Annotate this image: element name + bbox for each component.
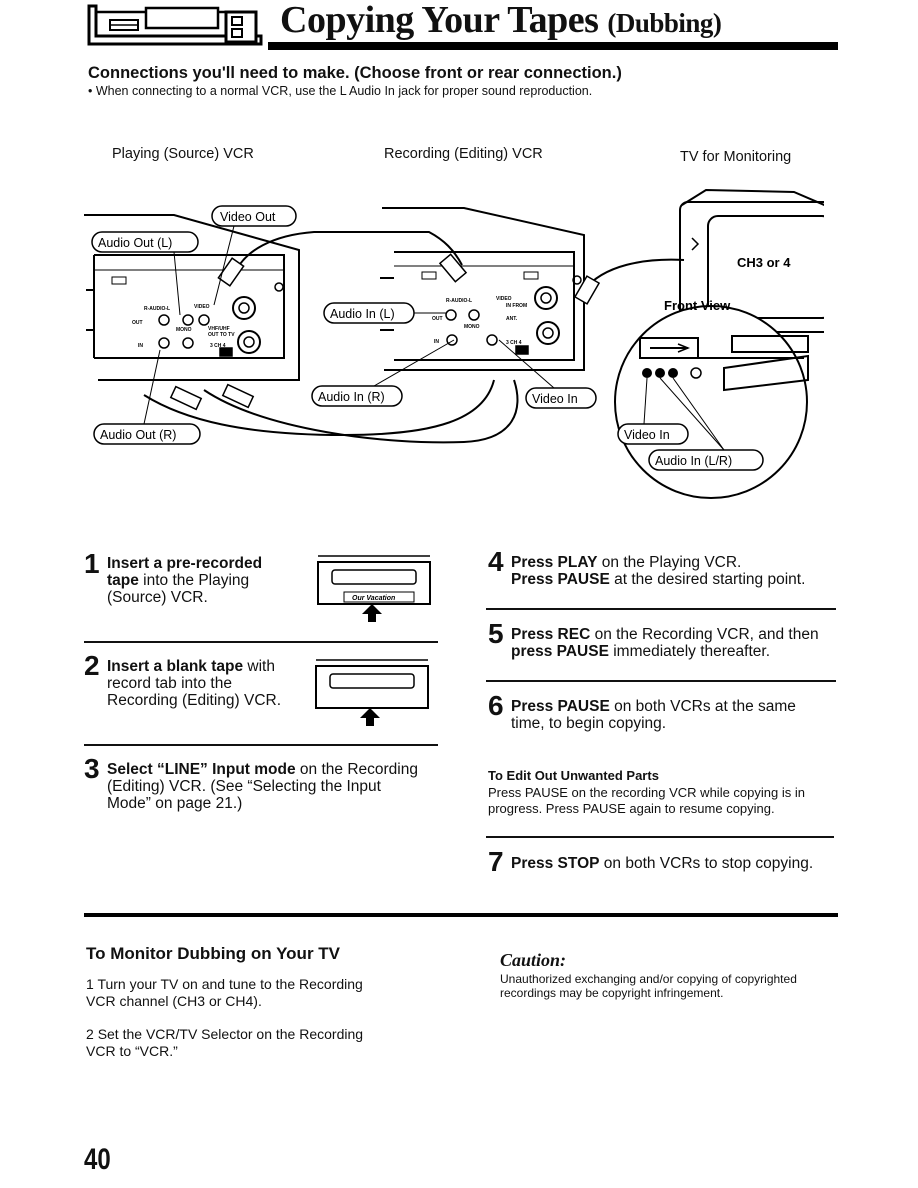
connections-note: • When connecting to a normal VCR, use t…: [88, 84, 593, 98]
divider: [486, 608, 836, 610]
rec-ant-text: ANT.: [506, 316, 518, 322]
page-title: Copying Your Tapes (Dubbing): [280, 0, 722, 41]
step-7-text: Press STOP on both VCRs to stop copying.: [511, 855, 814, 872]
title-underline: [268, 42, 838, 50]
cassette-prerecorded-icon: Our Vacation: [317, 555, 431, 622]
rec-infrom-text: IN FROM: [506, 303, 527, 309]
src-in-text: IN: [138, 343, 143, 349]
src-outtv-text: OUT TO TV: [208, 332, 235, 338]
step-7-number: 7: [488, 846, 504, 877]
recording-vcr: [380, 207, 585, 371]
callout-front-video-in: Video In: [624, 428, 670, 442]
src-video-text: VIDEO: [194, 304, 210, 310]
step-3-text: Select “LINE” Input mode on the Recordin…: [107, 761, 418, 812]
callout-front-audio-in: Audio In (L/R): [655, 454, 732, 468]
page-title-paren: (Dubbing): [607, 8, 722, 38]
edit-out-heading: To Edit Out Unwanted Parts: [488, 768, 659, 783]
step-1-number: 1: [84, 548, 100, 579]
connection-diagram: R-AUDIO-L VIDEO OUT MONO VHF/UHF OUT TO …: [84, 188, 824, 499]
rec-mono-text: MONO: [464, 324, 480, 330]
page-number: 40: [84, 1143, 111, 1176]
monitor-heading: To Monitor Dubbing on Your TV: [86, 944, 341, 963]
src-r-audio-text: R-AUDIO-L: [144, 306, 170, 312]
step-3-number: 3: [84, 753, 100, 784]
step-2-number: 2: [84, 650, 100, 681]
front-view-label: Front View: [664, 298, 731, 313]
monitor-item-1: 1 Turn your TV on and tune to the Record…: [86, 976, 363, 1009]
step-6-number: 6: [488, 690, 504, 721]
divider: [486, 680, 836, 682]
rec-ch-text: 3 CH 4: [506, 340, 522, 346]
label-source-vcr: Playing (Source) VCR: [112, 146, 254, 162]
rec-video-text: VIDEO: [496, 296, 512, 302]
source-vcr: [84, 214, 300, 381]
source-jacks: [158, 282, 284, 357]
step-5-text: Press REC on the Recording VCR, and then…: [511, 626, 819, 660]
callout-audio-in-r: Audio In (R): [318, 390, 385, 404]
callout-video-in: Video In: [532, 392, 578, 406]
step-1-text: Insert a pre-recorded tape into the Play…: [107, 555, 263, 606]
step-6-text: Press PAUSE on both VCRs at the same tim…: [511, 698, 796, 732]
label-recording-vcr: Recording (Editing) VCR: [384, 146, 543, 162]
step-4-number: 4: [488, 546, 504, 577]
plugs: [169, 253, 601, 411]
src-out-text: OUT: [132, 320, 143, 326]
divider: [84, 641, 438, 643]
tv-channel-text: CH3 or 4: [737, 255, 791, 270]
monitor-item-2: 2 Set the VCR/TV Selector on the Recordi…: [86, 1026, 364, 1059]
step-4-text: Press PLAY on the Playing VCR.Press PAUS…: [511, 554, 806, 588]
label-tv-monitoring: TV for Monitoring: [680, 149, 792, 165]
step-2-text: Insert a blank tape with record tab into…: [107, 658, 282, 709]
cassette-label-text: Our Vacation: [352, 595, 395, 602]
step-5-number: 5: [488, 618, 504, 649]
connections-heading: Connections you'll need to make. (Choose…: [88, 64, 622, 82]
section-divider: [84, 913, 838, 917]
cables: [143, 231, 685, 444]
recording-jacks: [445, 275, 582, 355]
callout-video-out: Video Out: [220, 210, 276, 224]
rec-in-text: IN: [434, 339, 439, 345]
edit-out-text: Press PAUSE on the recording VCR while c…: [488, 785, 805, 816]
callout-audio-out-l: Audio Out (L): [98, 236, 172, 250]
callout-audio-out-r: Audio Out (R): [100, 428, 176, 442]
caution-heading: Caution:: [500, 950, 567, 970]
src-vhf-text: VHF/UHF: [208, 326, 230, 332]
divider: [84, 744, 438, 746]
caution-text: Unauthorized exchanging and/or copying o…: [500, 972, 797, 1000]
rec-r-audio-text: R-AUDIO-L: [446, 298, 472, 304]
src-ch-text: 3 CH 4: [210, 343, 226, 349]
src-mono-text: MONO: [176, 327, 192, 333]
callout-audio-in-l: Audio In (L): [330, 307, 395, 321]
cassette-blank-icon: [315, 659, 429, 726]
vcr-header-icon: [87, 4, 263, 46]
rec-out-text: OUT: [432, 316, 443, 322]
divider: [486, 836, 834, 838]
